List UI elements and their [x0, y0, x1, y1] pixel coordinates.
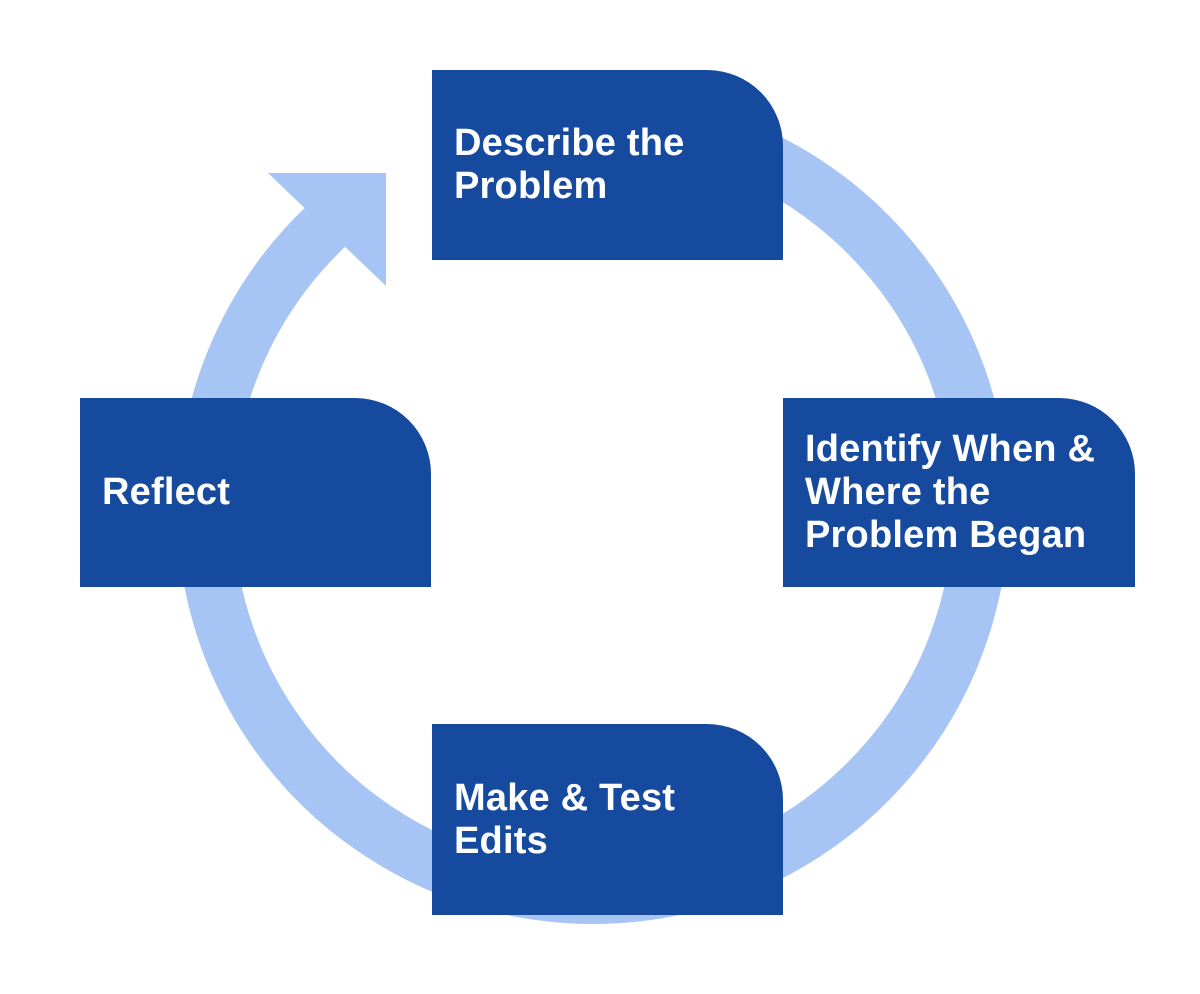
step-label-make-test-edits: Make & Test Edits — [454, 776, 676, 862]
step-box-identify-when-where: Identify When & Where the Problem Began — [783, 398, 1135, 587]
clockwise-arrow-icon — [268, 173, 386, 286]
step-box-reflect: Reflect — [80, 398, 431, 587]
step-box-describe-problem: Describe the Problem — [432, 70, 783, 260]
step-box-make-test-edits: Make & Test Edits — [432, 724, 783, 915]
step-label-describe-problem: Describe the Problem — [454, 122, 685, 207]
step-label-reflect: Reflect — [102, 471, 231, 513]
step-label-identify-when-where: Identify When & Where the Problem Began — [805, 428, 1096, 556]
